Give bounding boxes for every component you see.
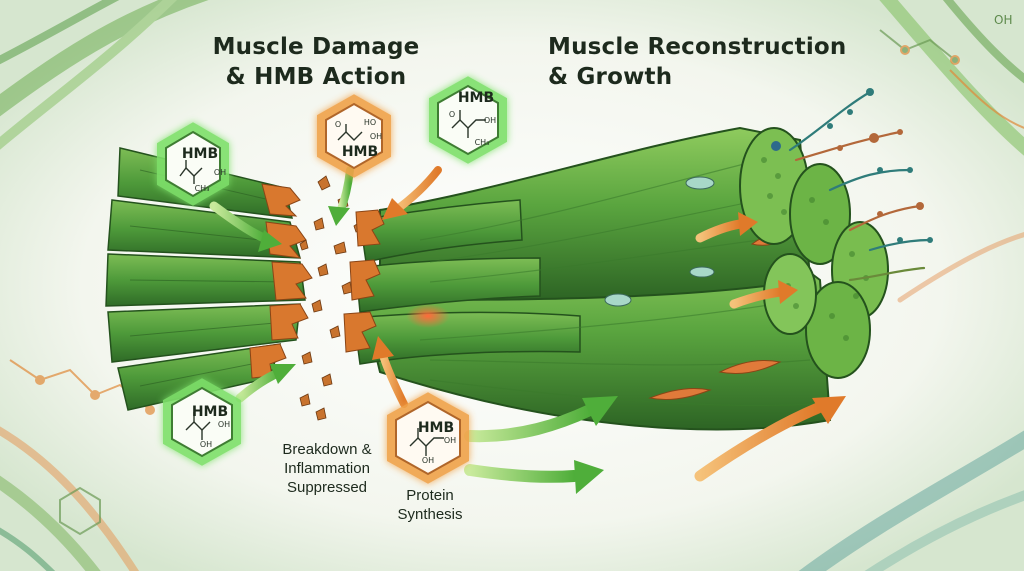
- hmb-hexagon-2: [317, 94, 391, 178]
- hex3-hmb-label: HMB: [457, 90, 495, 106]
- caption-protein-synthesis: Protein Synthesis: [375, 486, 485, 524]
- arrow-synthesis-upper: [464, 404, 596, 443]
- hex3-ch3-label: CH₃: [474, 138, 490, 147]
- hex4-oh-label-2: OH: [199, 440, 213, 449]
- hex4-oh-label: OH: [217, 420, 231, 429]
- caption-protein-line1: Protein: [406, 487, 454, 504]
- hex3-oh-label: OH: [483, 116, 497, 125]
- title-muscle-reconstruction: Muscle Reconstruction & Growth: [548, 32, 868, 92]
- title-muscle-damage: Muscle Damage & HMB Action: [196, 32, 436, 92]
- hex5-hmb-label: HMB: [417, 420, 455, 436]
- title-left-line2: & HMB Action: [225, 64, 407, 90]
- title-left-line1: Muscle Damage: [212, 34, 420, 60]
- caption-breakdown-line3: Suppressed: [286, 479, 368, 496]
- hmb-hexagon-3: [429, 76, 507, 164]
- caption-breakdown-line1: Breakdown &: [282, 441, 372, 458]
- hmb-hexagon-4: [163, 378, 241, 466]
- caption-breakdown-line2: Inflammation: [284, 460, 370, 477]
- hmb-hexagon-5: [387, 392, 469, 484]
- arrow-growth-lower: [694, 402, 824, 482]
- hex2-o-label: O: [334, 120, 342, 129]
- title-right-line2: & Growth: [548, 64, 673, 90]
- hex1-ch3-label: CH₃: [194, 184, 210, 193]
- hex4-hmb-label: HMB: [191, 404, 229, 420]
- hmb-hexagon-1: [157, 122, 229, 206]
- caption-breakdown: Breakdown & Inflammation Suppressed: [252, 440, 402, 497]
- hex2-hmb-label: HMB: [341, 144, 379, 160]
- hex5-oh-label: OH: [443, 436, 457, 445]
- caption-protein-line2: Synthesis: [397, 506, 463, 523]
- corner-oh-label: OH: [994, 13, 1012, 27]
- arrows: [209, 166, 846, 494]
- hex1-oh-label: OH: [213, 168, 227, 177]
- arrow-hex1-to-damage: [209, 201, 269, 243]
- hex3-o-label: O: [448, 110, 456, 119]
- hex2-oh-label: OH: [369, 132, 383, 141]
- damaged-muscle-fibers: [105, 147, 313, 411]
- hex2-ho-label: HO: [363, 118, 377, 127]
- title-right-line1: Muscle Reconstruction: [548, 34, 847, 60]
- hex5-oh-label-2: OH: [421, 456, 435, 465]
- reconstructed-muscle-bundle: [343, 88, 933, 431]
- arrow-growth-top: [695, 219, 745, 243]
- arrow-synthesis-lower: [464, 464, 580, 483]
- arrow-growth-mid: [729, 287, 785, 309]
- hex1-hmb-label: HMB: [181, 146, 219, 162]
